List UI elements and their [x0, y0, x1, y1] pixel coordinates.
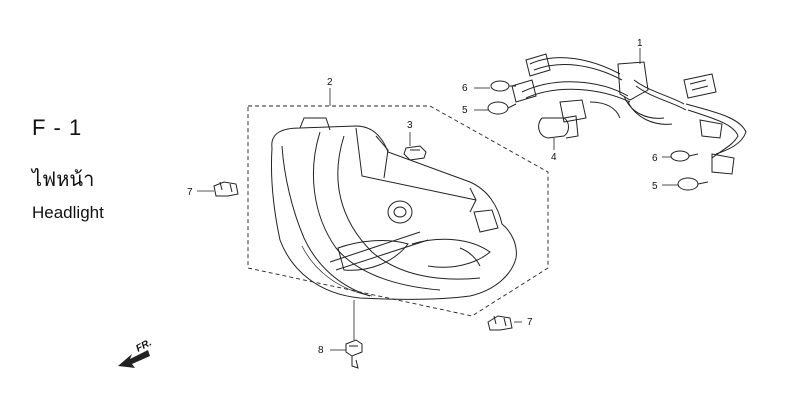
title-thai: ไฟหน้า [32, 167, 95, 191]
socket-icons [511, 53, 587, 123]
bulb-5-lower-icon [677, 177, 709, 191]
bulb-5-upper-icon [487, 101, 517, 115]
callout-8: 8 [318, 345, 324, 356]
headlight-assembly-icon [270, 117, 517, 300]
callout-7-left: 7 [187, 187, 193, 198]
front-direction-label: FR. [134, 337, 153, 354]
callout-7-right: 7 [527, 317, 533, 328]
bulb-6-upper-icon [490, 80, 516, 92]
bulb-6-lower-icon [670, 150, 699, 162]
front-direction-arrow-icon [118, 350, 150, 368]
clip-7-right-icon [487, 315, 513, 331]
callout-5-lower: 5 [652, 181, 658, 192]
callout-1: 1 [637, 38, 643, 49]
callout-5-upper: 5 [462, 105, 468, 116]
callout-2: 2 [327, 77, 333, 88]
screw-8-icon [345, 339, 363, 369]
callout-3: 3 [407, 120, 413, 131]
clip-7-left-icon [213, 181, 239, 197]
assembly-boundary [247, 105, 549, 317]
callout-6-upper: 6 [462, 83, 468, 94]
wiring-harness-icon [521, 57, 747, 175]
clip-3-icon [403, 145, 427, 161]
title-english: Headlight [32, 203, 104, 222]
bulb-4-icon [538, 115, 579, 139]
callout-4: 4 [551, 152, 557, 163]
section-code: F - 1 [32, 115, 83, 140]
callout-6-lower: 6 [652, 153, 658, 164]
